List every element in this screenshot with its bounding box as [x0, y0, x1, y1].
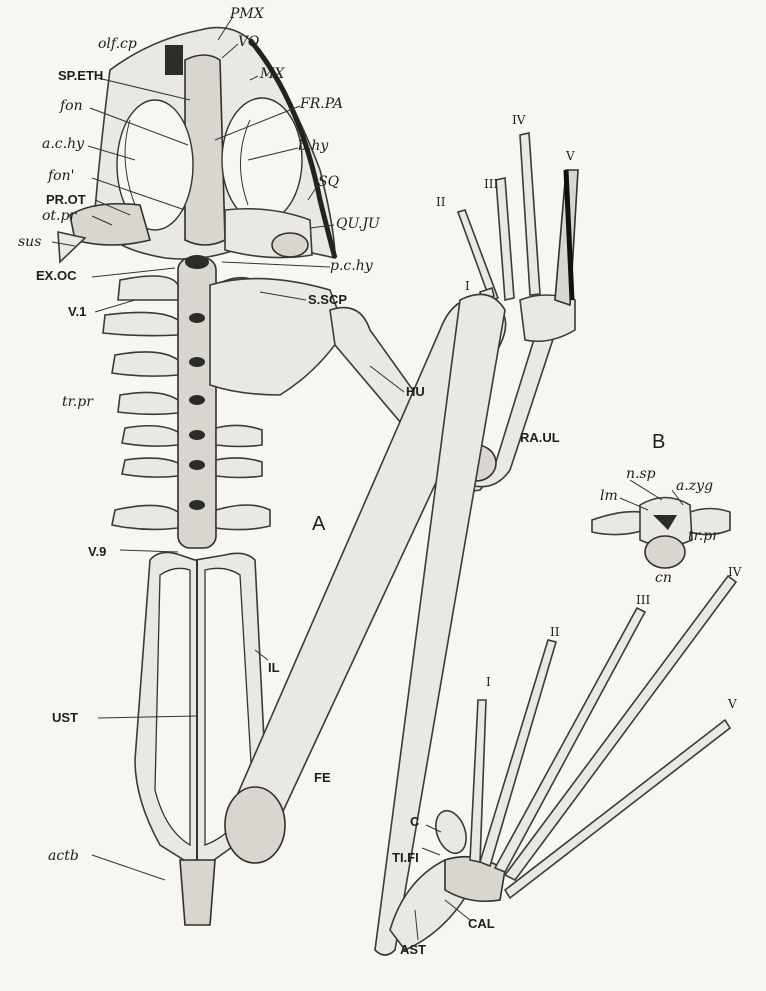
label-n-sp: n.sp: [626, 466, 656, 482]
label-sp-eth: SP.ETH: [58, 68, 103, 83]
label-pmx: PMX: [229, 6, 265, 22]
label-ra-ul: RA.UL: [520, 430, 560, 445]
foot-digit-label: IV: [728, 565, 742, 579]
label-v9: V.9: [88, 544, 106, 559]
label-lm: lm: [600, 488, 618, 504]
label-ot-pr: ot.pr: [42, 208, 77, 224]
hand-digit-label: IV: [512, 113, 526, 127]
hand-digit-label: II: [436, 195, 446, 209]
label-b-hy: b.hy: [298, 138, 329, 154]
label-qu-ju: QU.JU: [336, 216, 381, 232]
label-p-c-hy: p.c.hy: [330, 258, 374, 274]
foot-digit-label: I: [486, 675, 491, 689]
hand-digit-label: V: [565, 149, 575, 163]
label-fon2: fon': [47, 168, 74, 184]
label-hu: HU: [406, 384, 425, 399]
label-ex-oc: EX.OC: [36, 268, 77, 283]
label-cal: CAL: [468, 916, 495, 931]
label-s-scp: S.SCP: [308, 292, 347, 307]
label-fe: FE: [314, 770, 331, 785]
label-sq: SQ: [318, 174, 340, 190]
label-a-c-hy: a.c.hy: [42, 136, 85, 152]
foot-digit-label: III: [636, 593, 650, 607]
panel-label-b: B: [652, 431, 665, 453]
skull: [58, 28, 335, 262]
label-cn: cn: [655, 570, 672, 586]
label-v1: V.1: [68, 304, 86, 319]
label-pr-ot: PR.OT: [46, 192, 86, 207]
hand-digit-label: I: [465, 279, 470, 293]
label-fon: fon: [59, 98, 83, 114]
foot-digit-label: II: [550, 625, 560, 639]
label-ast: AST: [400, 942, 426, 957]
label-tr-pr: tr.pr: [62, 394, 94, 410]
label-a-zyg: a.zyg: [676, 478, 713, 494]
pelvic-girdle-and-hindlimb: [135, 294, 736, 955]
hand-digit-label: III: [484, 177, 498, 191]
label-sus: sus: [18, 234, 41, 250]
panel-label-a: A: [312, 513, 326, 535]
label-actb: actb: [48, 848, 79, 864]
label-c: C: [410, 814, 420, 829]
label-il: IL: [268, 660, 280, 675]
label-mx: MX: [259, 66, 285, 82]
label-vo: VO: [238, 34, 260, 50]
label-fr-pa: FR.PA: [299, 96, 343, 112]
foot-digit-label: V: [727, 697, 737, 711]
label-ust: UST: [52, 710, 78, 725]
label-olf-cp: olf.cp: [98, 36, 137, 52]
label-tr-pr-b: tr.pr: [688, 528, 720, 544]
label-ti-fi: TI.FI: [392, 850, 419, 865]
